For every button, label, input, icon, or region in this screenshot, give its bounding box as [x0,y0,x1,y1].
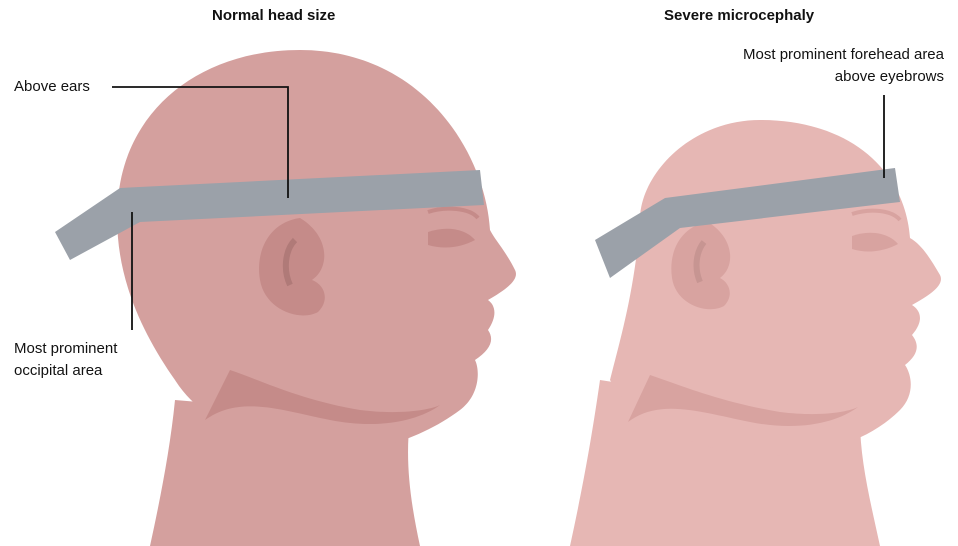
label-occipital-line1: Most prominent [14,338,117,360]
label-above-ears: Above ears [14,76,90,98]
panel-title-microcephaly: Severe microcephaly [664,7,814,24]
label-forehead-line2: above eyebrows [743,66,944,88]
label-occipital-area: Most prominent occipital area [14,338,117,382]
normal-head [55,50,516,546]
micro-head [570,95,941,546]
label-forehead-area: Most prominent forehead area above eyebr… [743,44,944,88]
label-occipital-line2: occipital area [14,360,117,382]
panel-title-normal: Normal head size [212,7,335,24]
label-forehead-line1: Most prominent forehead area [743,44,944,66]
